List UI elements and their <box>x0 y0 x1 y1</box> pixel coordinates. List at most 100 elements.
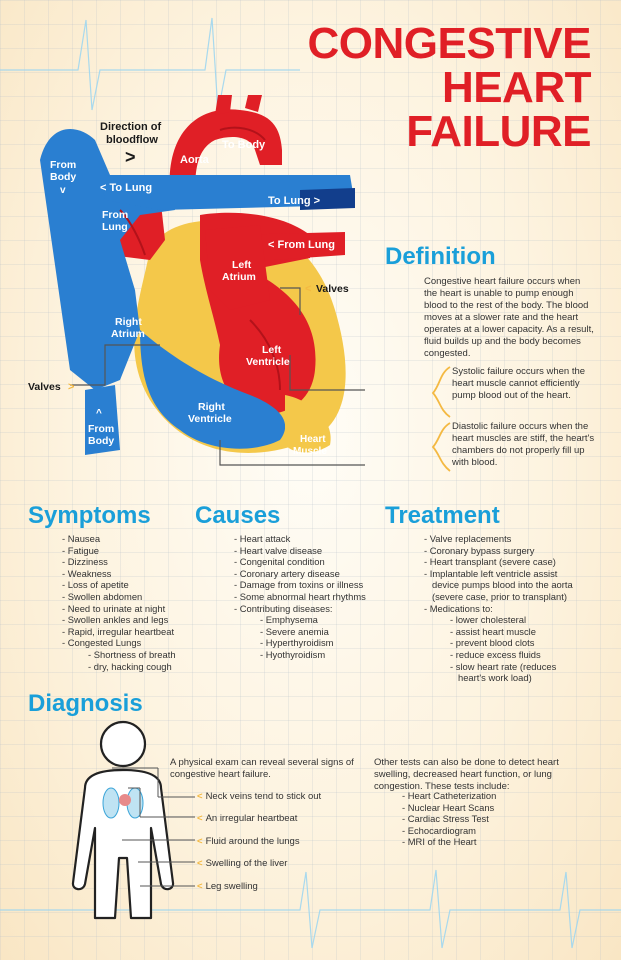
diagnosis-sign-leg: <Leg swelling <box>197 881 258 892</box>
symptoms-item: Nausea <box>62 533 176 545</box>
treatment-list: Valve replacementsCoronary bypass surger… <box>424 533 573 684</box>
direction-label-1: Direction of <box>100 121 161 133</box>
symptoms-heading: Symptoms <box>28 502 151 529</box>
left-lung-shape <box>102 787 120 819</box>
from-body-bottom-label-2: Body <box>88 435 114 447</box>
causes-item: Some abnormal heart rhythms <box>234 591 366 603</box>
symptoms-item: Swollen ankles and legs <box>62 614 176 626</box>
symptoms-item: Swollen abdomen <box>62 591 176 603</box>
heart-organ-shape <box>119 794 131 806</box>
causes-list: Heart attackHeart valve diseaseCongenita… <box>234 533 366 661</box>
left-atrium-label-1: Left <box>232 259 252 271</box>
diagnosis-heading: Diagnosis <box>28 690 143 717</box>
test-item: Heart Catheterization <box>402 790 497 802</box>
treatment-item: assist heart muscle <box>424 626 573 638</box>
body-figure <box>71 720 175 920</box>
right-atrium-label-1: Right <box>115 316 142 328</box>
systolic-text: Systolic failure occurs when the heart m… <box>452 366 586 401</box>
exam-intro-text: A physical exam can reveal several signs… <box>170 757 354 780</box>
treatment-heading: Treatment <box>385 502 500 529</box>
sign-arrow-2: < <box>197 813 203 824</box>
treatment-item: Implantable left ventricle assist <box>424 568 573 580</box>
from-lung-left-label-1: From <box>102 209 128 221</box>
left-ventricle-label-1: Left <box>262 344 282 356</box>
diagnosis-sign-heartbeat: <An irregular heartbeat <box>197 813 297 824</box>
superior-vena-cava <box>40 128 175 390</box>
causes-item: Coronary artery disease <box>234 568 366 580</box>
definition-heading: Definition <box>385 243 496 270</box>
symptoms-item: Loss of apetite <box>62 579 176 591</box>
symptoms-item: Dizziness <box>62 556 176 568</box>
diastolic-text: Diastolic failure occurs when the heart … <box>452 421 595 468</box>
treatment-item: slow heart rate (reduces <box>424 661 573 673</box>
inferior-vena-cava <box>85 385 120 455</box>
causes-item: Contributing diseases: <box>234 603 366 615</box>
symptoms-item: dry, hacking cough <box>62 661 176 673</box>
treatment-item: device pumps blood into the aorta <box>432 579 573 591</box>
poster-title: CONGESTIVE HEART FAILURE <box>308 22 592 154</box>
valves-right-arrow: < <box>305 283 311 295</box>
to-body-label: To Body <box>222 139 266 151</box>
heart-muscle-label-1: Heart <box>300 434 326 445</box>
aorta-top-branch <box>215 95 262 115</box>
sign-arrow-4: < <box>197 858 203 869</box>
sign-text-1: Neck veins tend to stick out <box>205 791 322 802</box>
causes-item: Hyothyroidism <box>234 649 366 661</box>
from-body-bottom-arrow: ^ <box>96 408 102 419</box>
valves-left-label: Valves <box>28 381 61 393</box>
treatment-item: lower cholesteral <box>424 614 573 626</box>
from-body-top-label-1: From <box>50 159 76 171</box>
symptoms-item: Need to urinate at night <box>62 603 176 615</box>
tests-list: Heart Catheterization Nuclear Heart Scan… <box>402 790 497 848</box>
sign-arrow-5: < <box>197 881 203 892</box>
causes-item: Heart attack <box>234 533 366 545</box>
causes-heading: Causes <box>195 502 281 529</box>
from-lung-right-label: < From Lung <box>268 239 335 251</box>
left-atrium-shape <box>205 225 270 310</box>
symptoms-item: Weakness <box>62 568 176 580</box>
valves-right-label: Valves <box>316 283 349 295</box>
sign-text-4: Swelling of the liver <box>205 858 288 869</box>
right-ventricle-label-2: Ventricle <box>188 413 232 425</box>
left-atrium-label-2: Atrium <box>222 271 256 283</box>
test-item: Echocardiogram <box>402 825 496 837</box>
right-atrium-label-2: Atrium <box>111 328 145 340</box>
other-tests-intro: Other tests can also be done to detect h… <box>374 757 559 792</box>
torso-shape <box>71 768 175 920</box>
treatment-item: Valve replacements <box>424 533 573 545</box>
from-body-top-arrow: v <box>60 185 66 196</box>
heart-diagram: Direction of bloodflow > Aorta To Body F… <box>28 95 365 466</box>
treatment-item: prevent blood clots <box>424 637 573 649</box>
valves-left-arrow: > <box>68 381 74 393</box>
from-body-top-label-2: Body <box>50 171 76 183</box>
sign-text-2: An irregular heartbeat <box>205 813 298 824</box>
aorta-label: Aorta <box>180 154 210 166</box>
causes-item: Congenital condition <box>234 556 366 568</box>
diagnosis-sign-liver: <Swelling of the liver <box>197 858 287 869</box>
title-line-1: CONGESTIVE <box>307 19 592 68</box>
head-shape <box>99 720 147 768</box>
diagnosis-sign-neck: <Neck veins tend to stick out <box>197 791 321 802</box>
direction-label-2: bloodflow <box>106 134 158 146</box>
symptoms-item: Fatigue <box>62 545 176 557</box>
diagnosis-connectors <box>112 767 195 887</box>
symptoms-list: NauseaFatigueDizzinessWeaknessLoss of ap… <box>62 533 176 672</box>
sign-arrow-3: < <box>197 836 203 847</box>
to-lung-left-label: < To Lung <box>100 182 152 194</box>
right-ventricle-label-1: Right <box>198 401 225 413</box>
causes-item: Hyperthyroidism <box>234 637 366 649</box>
heart-muscle-label-2: Muscle <box>293 446 327 457</box>
heart-muscle-patch <box>285 395 331 453</box>
symptoms-item: Congested Lungs <box>62 637 176 649</box>
treatment-item: Coronary bypass surgery <box>424 545 573 557</box>
pulmonary-artery-dark <box>300 188 355 210</box>
symptoms-item: Rapid, irregular heartbeat <box>62 626 176 638</box>
treatment-item: Heart transplant (severe case) <box>424 556 573 568</box>
left-ventricle-label-2: Ventricle <box>246 356 290 368</box>
right-ventricle-shape <box>140 330 286 449</box>
causes-item: Heart valve disease <box>234 545 366 557</box>
treatment-item: (severe case, prior to transplant) <box>432 590 567 602</box>
diagnosis-sign-lungs: <Fluid around the lungs <box>197 836 300 847</box>
test-item: Cardiac Stress Test <box>402 813 496 825</box>
